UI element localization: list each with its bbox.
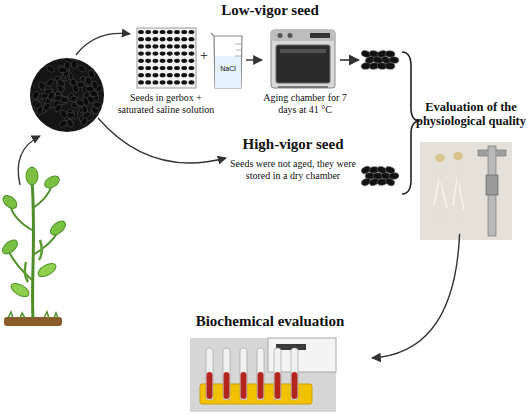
- gerbox: [137, 28, 196, 88]
- bean-plant: [0, 167, 68, 326]
- beaker-label: NaCl: [214, 65, 242, 73]
- step-caption: Aging chamber for 7 days at 41 °C: [262, 92, 348, 115]
- step-caption: Seeds were not aged, they were stored in…: [228, 158, 358, 181]
- flow-arrow: [340, 59, 359, 61]
- gerbox-seeds: [138, 30, 194, 85]
- aging-chamber: [271, 30, 335, 88]
- process-step: Biochemical evaluation: [170, 313, 370, 410]
- flow-arrow: [76, 33, 130, 55]
- unaged-seeds: [360, 165, 399, 187]
- aged-seeds: [360, 50, 399, 70]
- flow-arrow: [372, 234, 460, 358]
- seed-pile: [31, 60, 103, 128]
- flow-arrow: [98, 118, 226, 163]
- seedling-photo: [420, 142, 512, 240]
- lab-photo: [190, 338, 336, 412]
- flow-arrow: [18, 136, 40, 185]
- seed-pile-circle: [30, 58, 104, 132]
- section-heading: Low-vigor seed: [185, 2, 355, 19]
- flow-arrow: [246, 59, 262, 60]
- process-step: High-vigor seedSeeds were not aged, they…: [228, 136, 358, 181]
- step-heading: High-vigor seed: [228, 136, 358, 153]
- beaker: [211, 33, 242, 88]
- step-heading: Biochemical evaluation: [170, 313, 370, 330]
- process-step: Aging chamber for 7 days at 41 °C: [262, 28, 348, 115]
- process-step: Evaluation of the physiological quality: [414, 100, 528, 233]
- plus-sign: +: [198, 48, 210, 63]
- step-caption: Seeds in gerbox + saturated saline solut…: [114, 92, 218, 115]
- step-heading: Evaluation of the physiological quality: [414, 100, 528, 129]
